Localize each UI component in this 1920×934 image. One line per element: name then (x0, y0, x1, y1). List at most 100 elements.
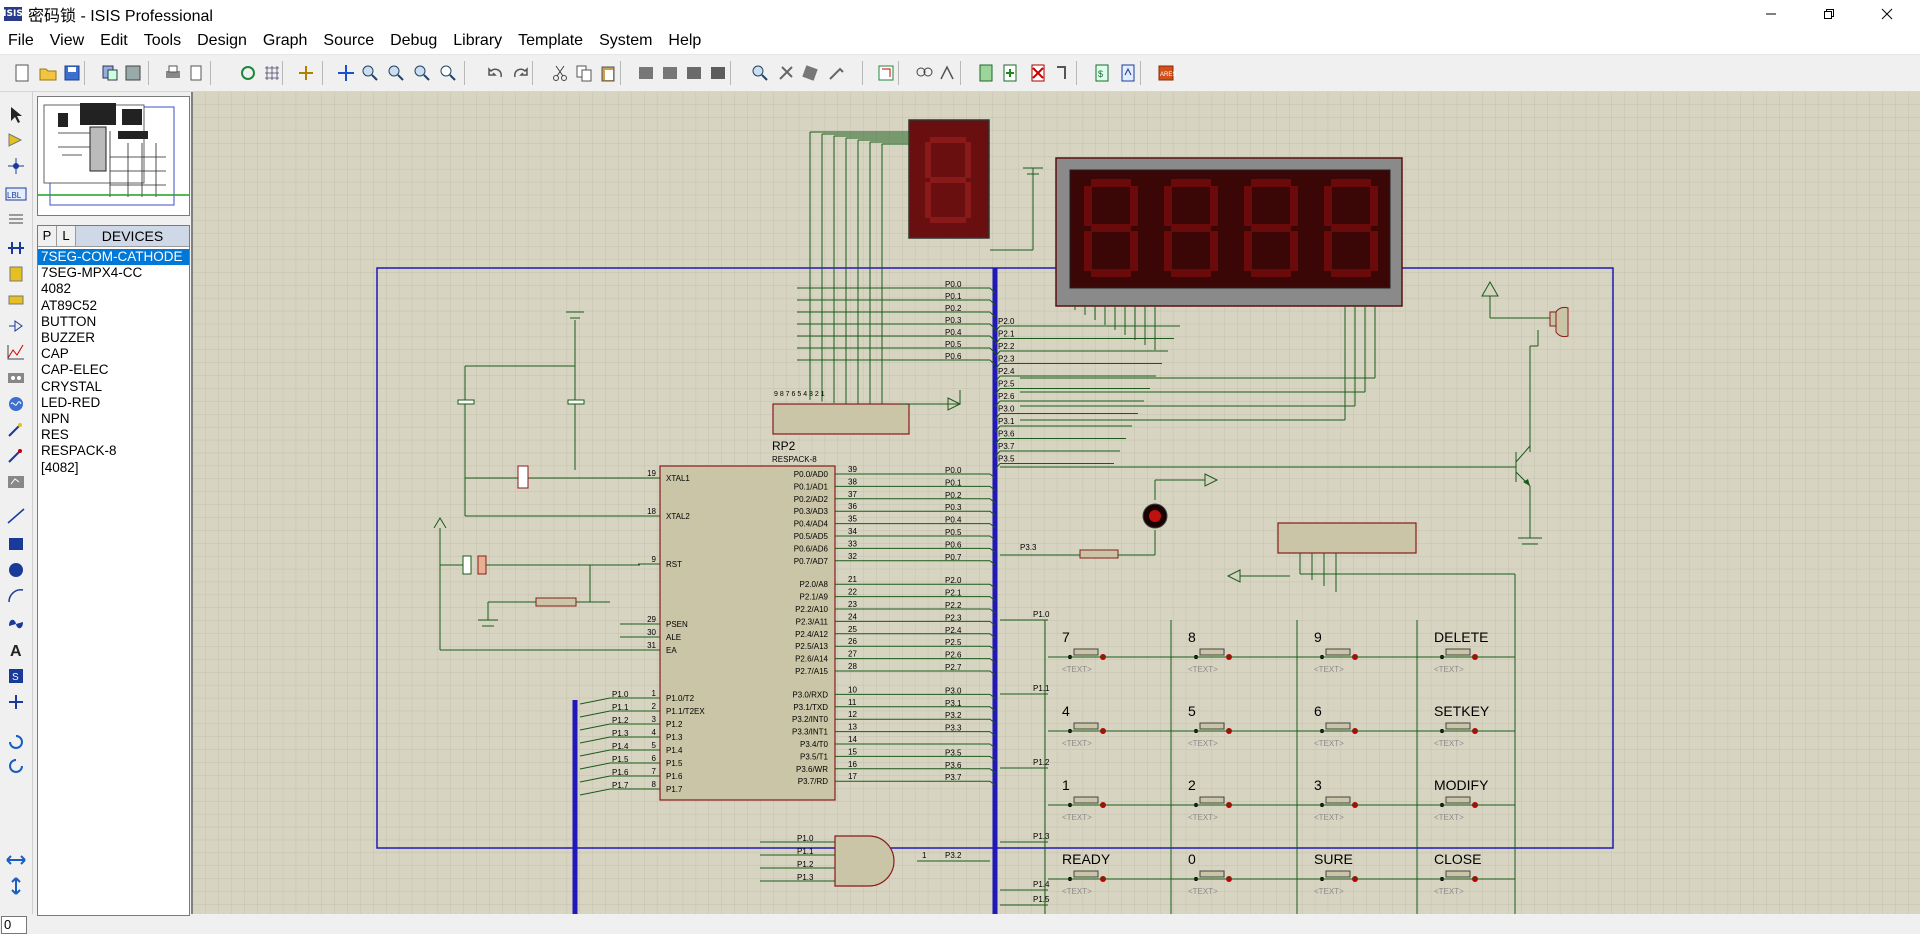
generator-icon[interactable] (5, 394, 27, 414)
copy-icon[interactable] (574, 63, 594, 83)
menu-edit[interactable]: Edit (100, 32, 128, 49)
import-icon[interactable] (100, 63, 120, 83)
block-copy-icon[interactable] (636, 63, 656, 83)
zoom-out-icon[interactable] (386, 63, 406, 83)
remove-sheet-icon[interactable] (1028, 63, 1048, 83)
symbol-icon[interactable]: S (5, 666, 27, 686)
overview-window[interactable] (37, 96, 190, 216)
junction-dot-icon[interactable] (5, 156, 27, 176)
exit-to-parent-icon[interactable] (1052, 63, 1072, 83)
menu-file[interactable]: File (8, 32, 34, 49)
undo-icon[interactable] (486, 63, 506, 83)
menu-view[interactable]: View (49, 32, 85, 49)
menu-tools[interactable]: Tools (143, 32, 182, 49)
device-item[interactable]: RES (41, 427, 69, 443)
device-item[interactable]: 4082 (41, 281, 72, 297)
new-sheet-icon[interactable] (976, 63, 996, 83)
zoom-all-icon[interactable] (412, 63, 432, 83)
device-item[interactable]: NPN (41, 411, 70, 427)
menu-template[interactable]: Template (518, 32, 584, 49)
save-icon[interactable] (62, 63, 82, 83)
close-button[interactable] (1858, 0, 1916, 28)
circle-icon[interactable] (5, 560, 27, 580)
menu-graph[interactable]: Graph (262, 32, 308, 49)
box-icon[interactable] (5, 534, 27, 554)
subcircuit-icon[interactable] (5, 264, 27, 284)
open-folder-icon[interactable] (38, 63, 58, 83)
graph-mode-icon[interactable] (5, 342, 27, 362)
wire-autorouter-icon[interactable] (876, 63, 896, 83)
marker-icon[interactable] (5, 692, 27, 712)
menu-system[interactable]: System (599, 32, 653, 49)
path-icon[interactable] (5, 612, 27, 632)
minimize-button[interactable] (1742, 0, 1800, 28)
add-sheet-icon[interactable] (1000, 63, 1020, 83)
rotation-input[interactable] (1, 916, 27, 934)
menu-library[interactable]: Library (453, 32, 503, 49)
electrical-rule-check-icon[interactable] (1118, 63, 1138, 83)
decompose-icon[interactable] (826, 63, 846, 83)
wire-label-icon[interactable]: LBL (5, 184, 27, 204)
pan-icon[interactable] (336, 63, 356, 83)
bill-of-materials-icon[interactable]: $ (1092, 63, 1112, 83)
block-rotate-icon[interactable] (684, 63, 704, 83)
page-setup-icon[interactable] (186, 63, 206, 83)
package-tool-icon[interactable] (800, 63, 820, 83)
text-script-icon[interactable] (5, 210, 27, 230)
device-item[interactable]: BUZZER (41, 330, 95, 346)
pick-parts-icon[interactable] (750, 63, 770, 83)
print-icon[interactable] (163, 63, 183, 83)
new-file-icon[interactable] (12, 63, 32, 83)
voltage-probe-icon[interactable] (5, 420, 27, 440)
property-tool-icon[interactable] (938, 63, 958, 83)
arc-icon[interactable] (5, 586, 27, 606)
menu-debug[interactable]: Debug (390, 32, 438, 49)
selection-mode-icon[interactable] (5, 104, 27, 124)
device-item[interactable]: 7SEG-COM-CATHODE (38, 249, 189, 266)
redo-icon[interactable] (510, 63, 530, 83)
export-icon[interactable] (123, 63, 143, 83)
line-icon[interactable] (5, 506, 27, 526)
library-manager-button[interactable]: L (57, 226, 76, 246)
device-pins-icon[interactable] (5, 316, 27, 336)
origin-icon[interactable] (296, 63, 316, 83)
terminals-icon[interactable] (5, 290, 27, 310)
pick-devices-button[interactable]: P (38, 226, 57, 246)
zoom-in-icon[interactable] (360, 63, 380, 83)
menu-source[interactable]: Source (323, 32, 375, 49)
device-item[interactable]: LED-RED (41, 394, 101, 410)
rotate-clockwise-icon[interactable] (5, 732, 27, 752)
device-item[interactable]: 7SEG-MPX4-CC (41, 265, 143, 281)
block-delete-icon[interactable] (708, 63, 728, 83)
zoom-area-icon[interactable] (438, 63, 458, 83)
rotate-anticlockwise-icon[interactable] (5, 756, 27, 776)
menu-design[interactable]: Design (197, 32, 247, 49)
device-item[interactable]: CAP (41, 346, 69, 362)
netlist-to-ares-icon[interactable]: ARES (1156, 63, 1176, 83)
block-move-icon[interactable] (660, 63, 680, 83)
mirror-vertical-icon[interactable] (5, 876, 27, 896)
device-item[interactable]: [4082] (41, 459, 79, 475)
grid-icon[interactable] (262, 63, 282, 83)
component-mode-icon[interactable] (5, 130, 27, 150)
menu-help[interactable]: Help (668, 32, 702, 49)
cut-icon[interactable] (550, 63, 570, 83)
text-icon[interactable]: A (5, 640, 27, 660)
make-device-icon[interactable] (776, 63, 796, 83)
device-item[interactable]: RESPACK-8 (41, 443, 117, 459)
device-item[interactable]: BUTTON (41, 313, 97, 329)
keypad-button[interactable]: 5<TEXT> (1184, 703, 1234, 748)
restore-button[interactable] (1800, 0, 1858, 28)
redraw-icon[interactable] (238, 63, 258, 83)
device-item[interactable]: CAP-ELEC (41, 362, 109, 378)
device-item[interactable]: CRYSTAL (41, 378, 103, 394)
search-tag-icon[interactable] (914, 63, 934, 83)
tape-recorder-icon[interactable] (5, 368, 27, 388)
buses-icon[interactable] (5, 238, 27, 258)
current-probe-icon[interactable] (5, 446, 27, 466)
mirror-horizontal-icon[interactable] (5, 850, 27, 870)
device-item[interactable]: AT89C52 (41, 297, 98, 313)
virtual-instruments-icon[interactable] (5, 472, 27, 492)
paste-icon[interactable] (598, 63, 618, 83)
